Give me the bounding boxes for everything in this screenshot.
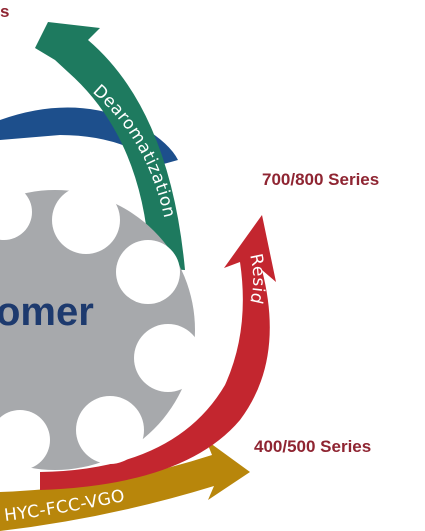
dearomatization-arrow	[35, 22, 185, 270]
series-700-800-label: 700/800 Series	[262, 170, 380, 189]
hub-text: omer	[0, 290, 94, 334]
wheel-hole	[76, 396, 144, 464]
wheel-hole	[52, 186, 120, 254]
resid-arrow-label: Resid	[245, 252, 268, 306]
wheel-hole	[134, 324, 202, 392]
wheel-hole	[0, 410, 50, 470]
wheel-hole	[0, 184, 32, 240]
hyc-fcc-vgo-arrow	[0, 440, 250, 531]
resid-label-text: Resid	[245, 252, 268, 306]
resid-arrow	[40, 215, 276, 490]
wheel-hole	[116, 240, 180, 304]
series-400-500-label: 400/500 Series	[254, 437, 372, 456]
top-series-label: s	[0, 2, 10, 21]
